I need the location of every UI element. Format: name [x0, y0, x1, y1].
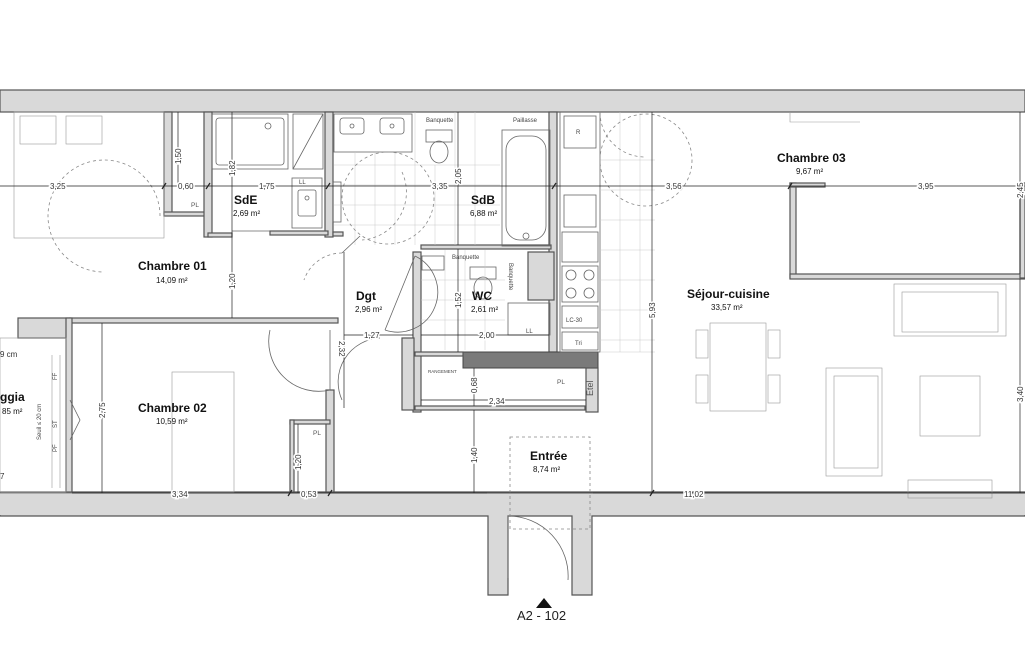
pl-label-3: PL [557, 379, 565, 386]
fixture-labels: PL PL PL Banquette Paillasse Banquette B… [37, 118, 595, 452]
pf-label: PF [53, 444, 59, 452]
dim-1-27: 1,27 [364, 331, 380, 340]
chambre03-name: Chambre 03 [777, 151, 846, 165]
ff-label: FF [53, 372, 59, 380]
bathroom-fixtures [211, 112, 551, 350]
dim-2-45: 2,45 [1016, 182, 1025, 198]
door-swings [47, 111, 693, 581]
dim-3-34: 3,34 [172, 490, 188, 499]
chambre02-area: 10,59 m² [156, 417, 188, 426]
dim-3-35: 3,35 [432, 182, 448, 191]
dim-3-56: 3,56 [666, 182, 682, 191]
wc-area: 2,61 m² [471, 305, 498, 314]
paillasse-label: Paillasse [513, 118, 538, 124]
dim-1-20b: 1,20 [294, 454, 303, 470]
r-label: R [576, 130, 581, 136]
dim-1-20a: 1,20 [228, 273, 237, 289]
banquette-label-3: Banquette [507, 263, 513, 291]
dim-2-32: 2,32 [337, 341, 346, 357]
chambre01-name: Chambre 01 [138, 259, 207, 273]
banquette-label-1: Banquette [426, 118, 454, 124]
chambre01-area: 14,09 m² [156, 276, 188, 285]
dim-2-05: 2,05 [454, 168, 463, 184]
st-label: ST [53, 420, 59, 428]
dimension-lines [0, 112, 1025, 497]
dim-3-95: 3,95 [918, 182, 934, 191]
loggia-name: ggia [0, 390, 25, 404]
dim-3-25: 3,25 [50, 182, 66, 191]
kitchen [559, 111, 655, 353]
tri-label: Tri [575, 341, 582, 347]
dim-2-00: 2,00 [479, 331, 495, 340]
reference-code: A2 - 102 [517, 608, 566, 623]
room-labels: Chambre 01 14,09 m² Chambre 02 10,59 m² … [0, 151, 846, 474]
sde-name: SdE [234, 193, 257, 207]
sejour-name: Séjour-cuisine [687, 287, 770, 301]
dim-1-75: 1,75 [259, 182, 275, 191]
sde-area: 2,69 m² [233, 209, 260, 218]
dim-2-75: 2,75 [98, 402, 107, 418]
dim-9cm: 9 cm [0, 350, 18, 359]
sejour-area: 33,57 m² [711, 303, 743, 312]
dim-1-50: 1,50 [174, 148, 183, 164]
wc-name: WC [472, 289, 492, 303]
dim-1-52: 1,52 [454, 292, 463, 308]
dimension-labels: 3,25 0,60 1,75 3,35 3,56 3,95 2,45 1,50 … [0, 146, 1025, 500]
chambre02-name: Chambre 02 [138, 401, 207, 415]
dgt-area: 2,96 m² [355, 305, 382, 314]
etel-label: Etel [585, 380, 595, 396]
seuil-label: Seuil ≤ 20 cm [37, 404, 43, 440]
chambre03-area: 9,67 m² [796, 167, 823, 176]
ll-label-1: LL [299, 180, 306, 186]
ll-label-2: LL [526, 329, 533, 335]
interior-walls [17, 111, 1025, 493]
dim-5-93: 5,93 [648, 302, 657, 318]
entree-name: Entrée [530, 449, 568, 463]
loggia-details [0, 337, 81, 493]
tile-grid-sdb [334, 112, 500, 245]
dim-0-53: 0,53 [301, 490, 317, 499]
dim-11-02: 11,02 [684, 490, 704, 499]
dgt-name: Dgt [356, 289, 376, 303]
reference-marker: A2 - 102 [517, 598, 566, 623]
rangement-label: RANGEMENT [428, 369, 457, 374]
banquette-label-2: Banquette [452, 255, 480, 261]
dim-1-40: 1,40 [470, 447, 479, 463]
outer-walls [0, 89, 1025, 596]
tile-grid-wc [421, 250, 505, 350]
tile-grid-kitchen [600, 112, 655, 353]
dim-7: 7 [0, 472, 5, 481]
sdb-area: 6,88 m² [470, 209, 497, 218]
entree-area: 8,74 m² [533, 465, 560, 474]
pl-label-2: PL [313, 430, 321, 437]
dim-0-60: 0,60 [178, 182, 194, 191]
dim-0-68: 0,68 [470, 377, 479, 393]
furniture [13, 111, 1007, 499]
north-arrow-icon [536, 598, 552, 608]
dim-1-82: 1,82 [228, 160, 237, 176]
lc30-label: LC-30 [566, 318, 583, 324]
sdb-name: SdB [471, 193, 495, 207]
pl-label-1: PL [191, 202, 199, 209]
dim-2-34: 2,34 [489, 397, 505, 406]
loggia-area: 85 m² [2, 407, 23, 416]
dim-3-40: 3,40 [1016, 386, 1025, 402]
